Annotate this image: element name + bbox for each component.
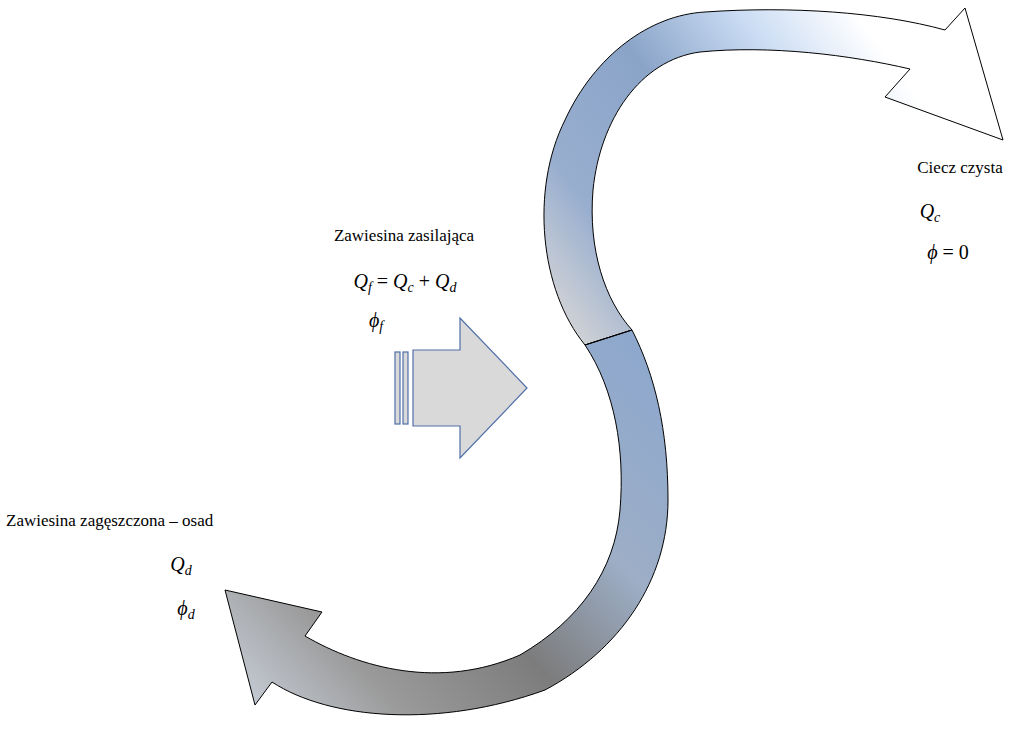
subscript: d [188,607,195,622]
symbol-text: Q [170,553,184,575]
subscript: d [450,280,457,295]
feed-arrow-bar [403,352,408,424]
stream-name: Zawiesina zagęszczona – osad [6,511,213,531]
subscript: c [408,280,414,295]
subscript: d [185,563,192,578]
stream-name: Zawiesina zasilająca [334,226,474,246]
symbol-text: Ciecz czysta [917,158,1002,177]
subscript: f [379,319,383,334]
symbol-text: ϕ [177,597,187,619]
clear-liquid-band [544,8,1003,345]
flow-rate: Qc [920,199,941,227]
flow-rate: Qd [170,552,191,580]
symbol-text: = [372,270,393,292]
feed-arrow [413,318,527,458]
band-junction [585,330,632,345]
subscript: f [368,280,372,295]
feed-arrow-bar [395,352,400,424]
volume-fraction: ϕd [177,596,194,624]
symbol-text: Zawiesina zasilająca [334,226,474,245]
volume-fraction: ϕ = 0 [927,240,969,264]
flow-balance: Qf = Qc + Qd [353,269,456,297]
subscript: c [934,210,940,225]
symbol-text: Q [393,270,407,292]
symbol-text: Q [435,270,449,292]
symbol-text: Q [920,200,934,222]
symbol-text: ϕ [927,241,937,263]
symbol-text: Q [353,270,367,292]
volume-fraction: ϕf [369,308,383,336]
symbol-text: = 0 [938,241,969,263]
symbol-text: ϕ [369,309,379,331]
symbol-text: + [414,270,435,292]
symbol-text: Zawiesina zagęszczona – osad [6,511,213,530]
stream-name: Ciecz czysta [917,158,1002,178]
